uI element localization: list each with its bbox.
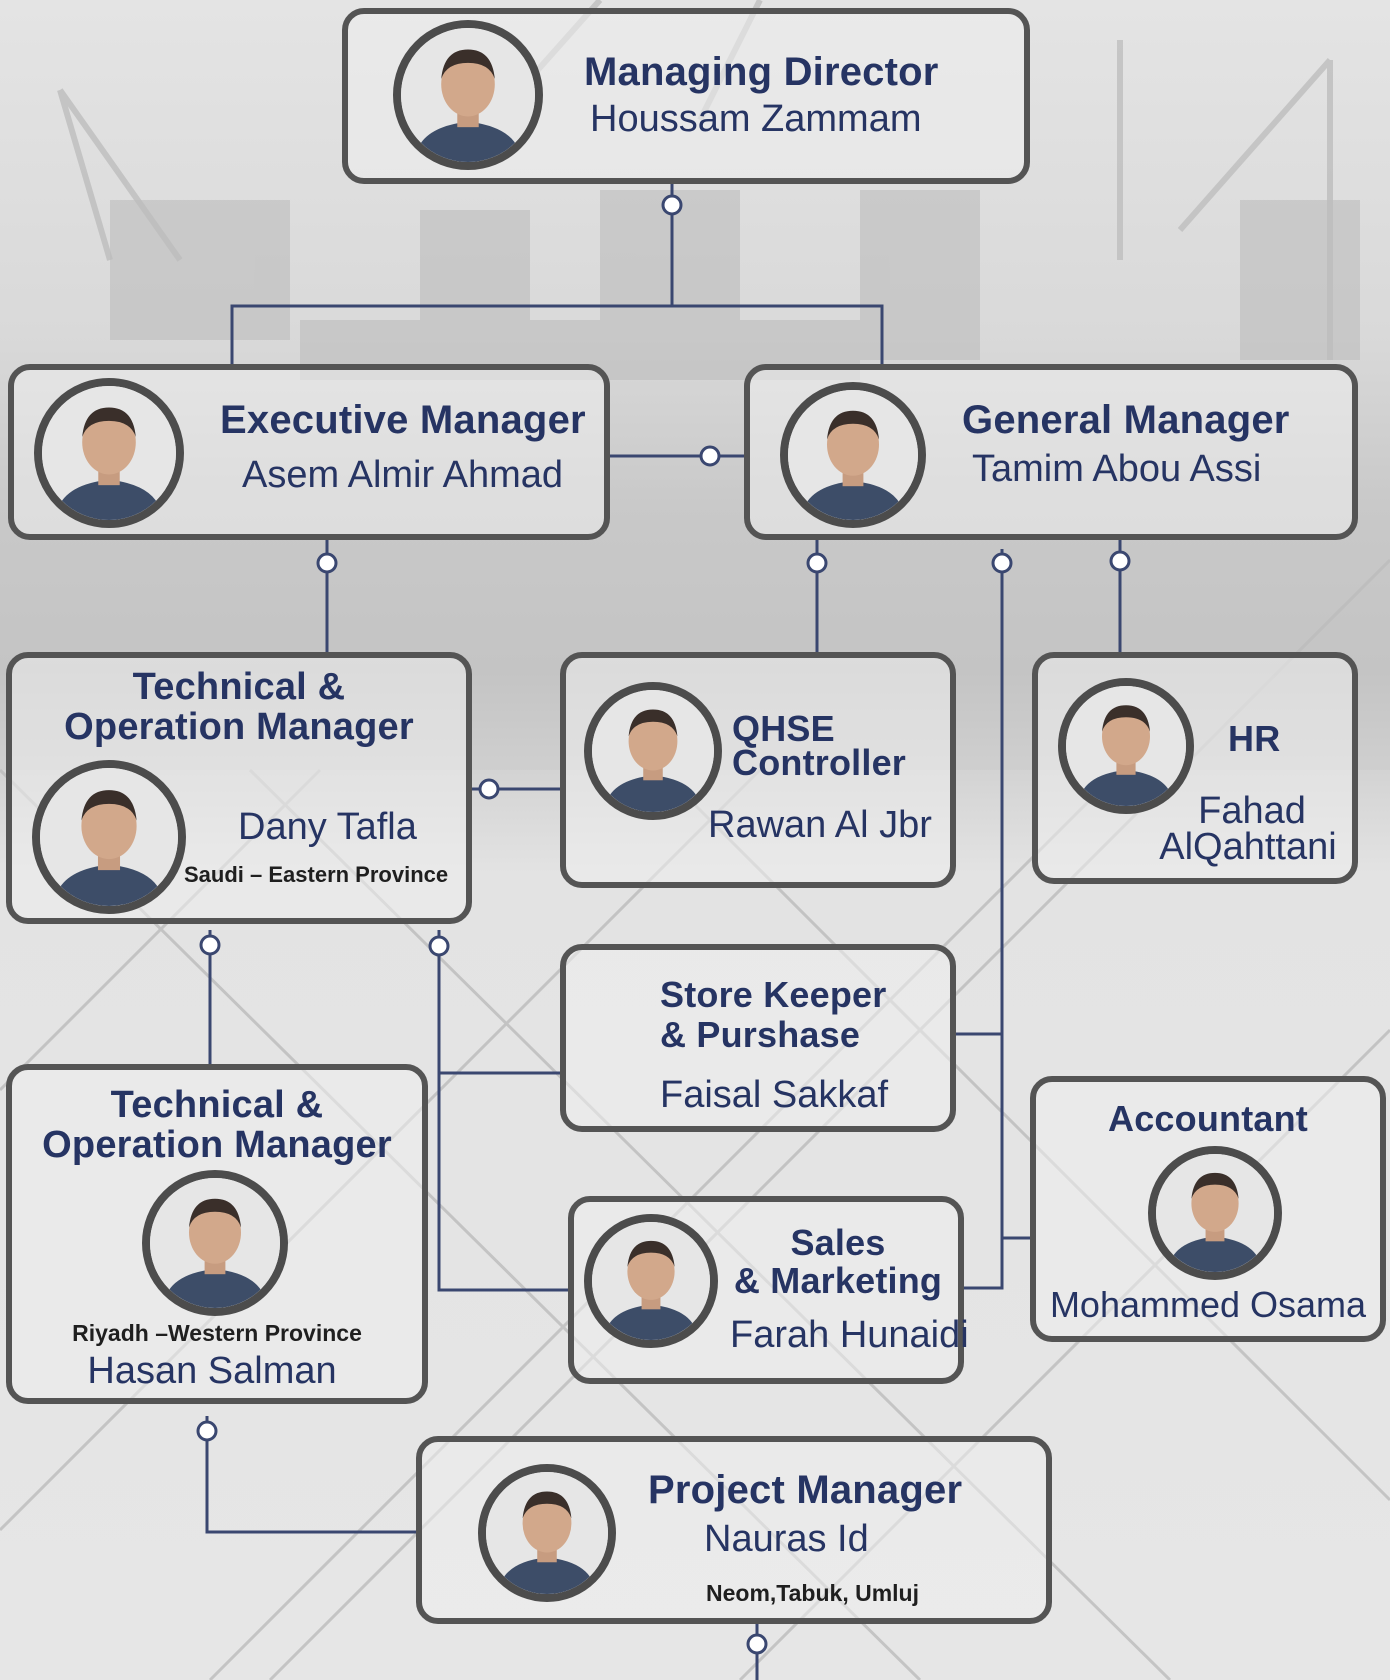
executive-manager-card[interactable]: Executive Manager Asem Almir Ahmad [8, 364, 610, 540]
connector-node-icon [196, 1420, 218, 1442]
executive-manager-name: Asem Almir Ahmad [242, 454, 563, 496]
hr-title: HR [1228, 718, 1281, 759]
sales-marketing-card[interactable]: Sales & Marketing Farah Hunaidi [568, 1196, 969, 1384]
connector-node-icon [316, 552, 338, 574]
sales-marketing-title-line2: & Marketing [733, 1260, 943, 1301]
tech-ops-east-title-line2: Operation Manager [64, 706, 414, 748]
managing-director-photo [393, 20, 543, 170]
hr-name-line1: Fahad [1198, 790, 1306, 832]
tech-ops-west-location: Riyadh –Western Province [72, 1320, 362, 1346]
project-manager-location: Neom,Tabuk, Umluj [706, 1580, 919, 1606]
connector-node-icon [746, 1633, 768, 1655]
connector-node-icon [699, 445, 721, 467]
connector-node-icon [991, 552, 1013, 574]
general-manager-title: General Manager [962, 398, 1290, 442]
tech-ops-west-card[interactable]: Technical & Operation Manager Riyadh –We… [6, 1064, 428, 1404]
person-photo-icon [486, 1472, 608, 1594]
tech-ops-west-photo [142, 1170, 288, 1316]
person-photo-icon [788, 390, 918, 520]
tech-ops-east-title-line1: Technical & [132, 666, 346, 708]
tech-ops-east-name: Dany Tafla [238, 806, 417, 848]
sales-marketing-title-line1: Sales [790, 1222, 886, 1263]
managing-director-name: Houssam Zammam [590, 98, 922, 140]
hr-card[interactable]: HR Fahad AlQahttani [1032, 652, 1358, 884]
project-manager-title: Project Manager [648, 1468, 963, 1512]
tech-ops-west-title-line1: Technical & [110, 1084, 324, 1126]
sales-marketing-photo [584, 1214, 718, 1348]
managing-director-title: Managing Director [584, 50, 939, 94]
person-photo-icon [592, 1222, 710, 1340]
store-keeper-card[interactable]: Store Keeper & Purshase Faisal Sakkaf [560, 944, 956, 1132]
hr-photo [1058, 678, 1194, 814]
person-photo-icon [592, 690, 714, 812]
project-manager-card[interactable]: Project Manager Nauras Id Neom,Tabuk, Um… [416, 1436, 1052, 1624]
connector-node-icon [661, 194, 683, 216]
accountant-card[interactable]: Accountant Mohammed Osama [1030, 1076, 1386, 1342]
connector-node-icon [199, 934, 221, 956]
project-manager-photo [478, 1464, 616, 1602]
person-photo-icon [42, 386, 176, 520]
accountant-name: Mohammed Osama [1049, 1284, 1367, 1325]
sales-marketing-name: Farah Hunaidi [730, 1314, 969, 1356]
executive-manager-title: Executive Manager [220, 398, 586, 442]
managing-director-card[interactable]: Managing Director Houssam Zammam [342, 8, 1030, 184]
connector-node-icon [478, 778, 500, 800]
person-photo-icon [401, 28, 535, 162]
qhse-controller-name: Rawan Al Jbr [708, 804, 932, 846]
qhse-controller-title-line1: QHSE [732, 708, 835, 749]
general-manager-name: Tamim Abou Assi [972, 448, 1262, 490]
connector-node-icon [806, 552, 828, 574]
tech-ops-west-title-line2: Operation Manager [42, 1124, 392, 1166]
tech-ops-east-location: Saudi – Eastern Province [184, 862, 449, 887]
hr-name-line2: AlQahttani [1159, 826, 1337, 868]
accountant-photo [1148, 1146, 1282, 1280]
person-photo-icon [150, 1178, 280, 1308]
store-keeper-title-line2: & Purshase [660, 1014, 861, 1055]
person-photo-icon [1156, 1154, 1274, 1272]
tech-ops-east-photo [32, 760, 186, 914]
general-manager-photo [780, 382, 926, 528]
store-keeper-name: Faisal Sakkaf [660, 1074, 889, 1116]
person-photo-icon [1066, 686, 1186, 806]
connector-node-icon [428, 935, 450, 957]
accountant-title: Accountant [1108, 1098, 1308, 1139]
executive-manager-photo [34, 378, 184, 528]
qhse-controller-card[interactable]: QHSE Controller Rawan Al Jbr [560, 652, 956, 888]
project-manager-name: Nauras Id [704, 1518, 869, 1560]
qhse-controller-photo [584, 682, 722, 820]
tech-ops-west-name: Hasan Salman [87, 1350, 337, 1392]
general-manager-card[interactable]: General Manager Tamim Abou Assi [744, 364, 1358, 540]
qhse-controller-title-line2: Controller [732, 742, 907, 783]
store-keeper-title-line1: Store Keeper [660, 974, 887, 1015]
connector-node-icon [1109, 550, 1131, 572]
tech-ops-east-card[interactable]: Technical & Operation Manager Dany Tafla… [6, 652, 472, 924]
person-photo-icon [40, 768, 178, 906]
